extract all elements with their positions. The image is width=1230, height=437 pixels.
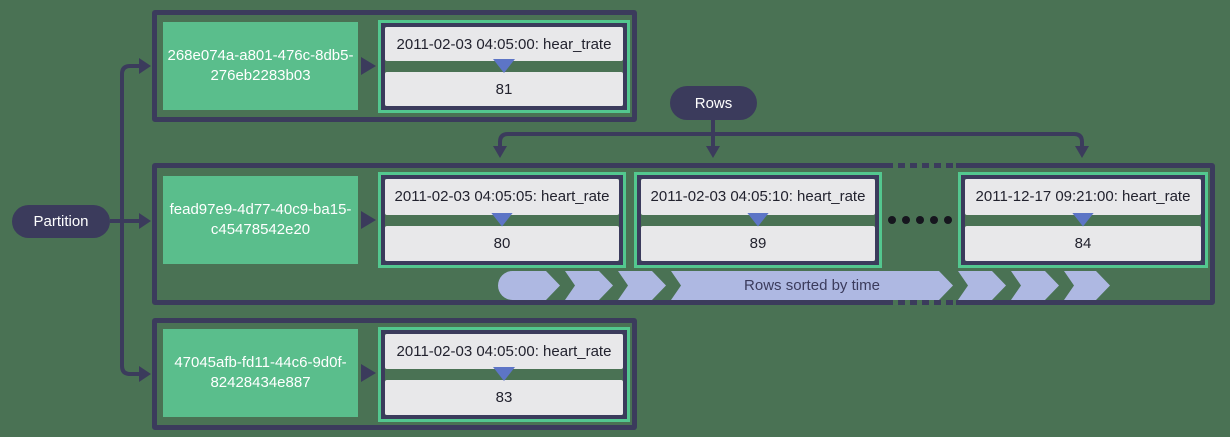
- partition-key-2-line2: c45478542e20: [210, 221, 311, 238]
- row-cell-inner: 2011-02-03 04:05:00: hear_trate 81: [381, 23, 627, 110]
- arrow-down-icon: [491, 212, 513, 227]
- chevron-segment: [1011, 271, 1059, 300]
- cell-header: 2011-12-17 09:21:00: heart_rate: [965, 179, 1201, 215]
- partition-key-2: fead97e9-4d77-40c9-ba15- c45478542e20: [163, 176, 358, 264]
- rows-arrowheads: [493, 146, 1089, 158]
- partition-key-2-line1: fead97e9-4d77-40c9-ba15-: [169, 200, 352, 218]
- partition-label: Partition: [33, 213, 89, 230]
- row-cell-p2-2: 2011-02-03 04:05:10: heart_rate 89: [634, 172, 882, 268]
- chevron-segment: [618, 271, 666, 300]
- row-cell-p3: 2011-02-03 04:05:00: heart_rate 83: [378, 327, 630, 422]
- arrow-down-icon: [493, 367, 515, 381]
- cell-value: 84: [965, 225, 1201, 261]
- partition-key-1: 268e074a-a801-476c-8db5- 276eb2283b03: [163, 22, 358, 110]
- partition-fork-line: [110, 64, 140, 376]
- cell-gap: [385, 212, 619, 227]
- cell-header: 2011-02-03 04:05:00: heart_rate: [385, 334, 623, 369]
- cell-value: 80: [385, 225, 619, 261]
- partition-box-3: 47045afb-fd11-44c6-9d0f- 82428434e887 20…: [152, 318, 637, 430]
- cell-value: 81: [385, 72, 623, 106]
- dashed-border-top: [886, 163, 956, 168]
- ellipsis-dots: [888, 216, 952, 224]
- row-cell-p2-3: 2011-12-17 09:21:00: heart_rate 84: [958, 172, 1208, 268]
- arrow-down-icon: [747, 212, 769, 227]
- partition-key-1-line1: 268e074a-a801-476c-8db5-: [167, 46, 354, 64]
- cell-gap: [385, 59, 623, 73]
- partition-box-1: 268e074a-a801-476c-8db5- 276eb2283b03 20…: [152, 10, 637, 122]
- cell-gap: [965, 212, 1201, 227]
- rows-sorted-band: Rows sorted by time: [671, 271, 953, 300]
- cell-value: 89: [641, 225, 875, 261]
- partition-box-2: fead97e9-4d77-40c9-ba15- c45478542e20 20…: [152, 163, 1215, 305]
- rows-label: Rows: [694, 94, 733, 112]
- chevron-segment: [565, 271, 613, 300]
- arrow-right-icon: [361, 211, 376, 229]
- partition-key-3-line1: 47045afb-fd11-44c6-9d0f-: [174, 353, 347, 371]
- rows-label-pill: Rows: [670, 86, 757, 120]
- cell-value: 83: [385, 380, 623, 415]
- cell-header: 2011-02-03 04:05:10: heart_rate: [641, 179, 875, 215]
- chevron-segment: [498, 271, 560, 300]
- cell-header: 2011-02-03 04:05:05: heart_rate: [385, 179, 619, 215]
- partition-key-3-line2: 82428434e887: [210, 374, 311, 391]
- arrow-right-icon: [361, 364, 376, 382]
- arrow-down-icon: [493, 59, 515, 73]
- chevron-segment: [958, 271, 1006, 300]
- partition-key-3: 47045afb-fd11-44c6-9d0f- 82428434e887: [163, 329, 358, 417]
- partition-label-pill: Partition: [12, 205, 110, 238]
- arrow-down-icon: [1072, 212, 1094, 227]
- row-cell-inner: 2011-02-03 04:05:00: heart_rate 83: [381, 330, 627, 419]
- cell-gap: [385, 367, 623, 381]
- row-cell-inner: 2011-02-03 04:05:05: heart_rate 80: [381, 175, 623, 265]
- cell-header: 2011-02-03 04:05:00: hear_trate: [385, 27, 623, 61]
- row-cell-inner: 2011-02-03 04:05:10: heart_rate 89: [637, 175, 879, 265]
- rows-fork-line: [498, 120, 1084, 148]
- partition-arrowheads: [139, 58, 151, 382]
- dashed-border-bottom: [886, 300, 956, 305]
- cell-gap: [641, 212, 875, 227]
- chevron-segment: [1064, 271, 1110, 300]
- row-cell-inner: 2011-12-17 09:21:00: heart_rate 84: [961, 175, 1205, 265]
- row-cell-p1: 2011-02-03 04:05:00: hear_trate 81: [378, 20, 630, 113]
- arrow-right-icon: [361, 57, 376, 75]
- row-cell-p2-1: 2011-02-03 04:05:05: heart_rate 80: [378, 172, 626, 268]
- partition-key-1-line2: 276eb2283b03: [210, 67, 311, 84]
